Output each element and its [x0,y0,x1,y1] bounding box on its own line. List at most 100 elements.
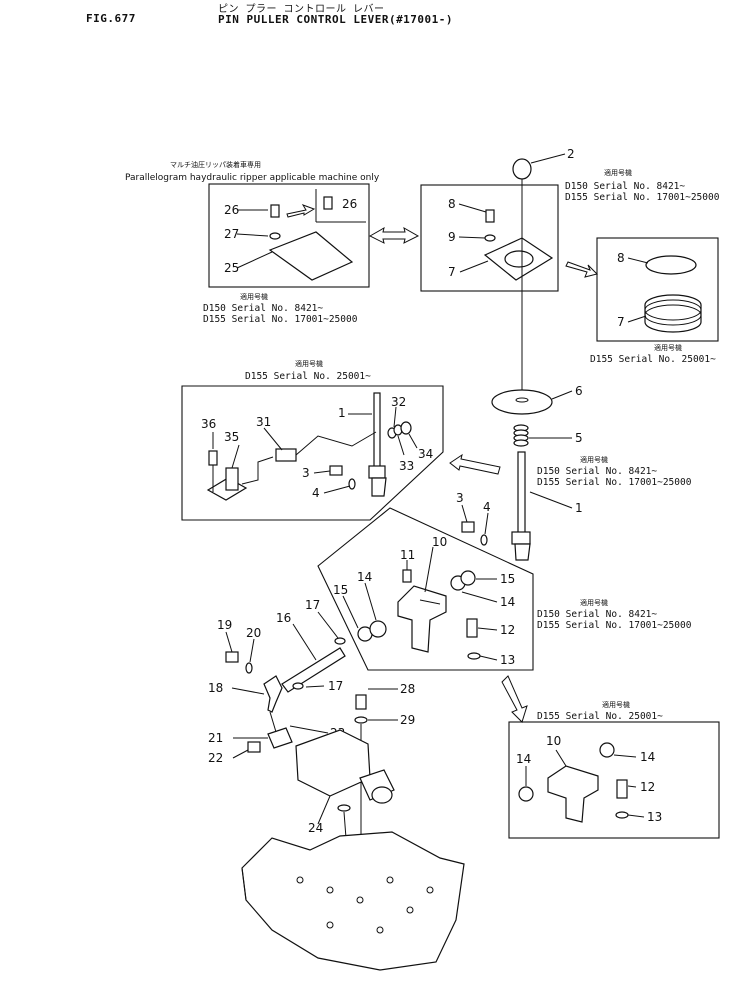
label-26-alt: 26 [342,197,357,211]
cable-31 [295,431,377,456]
label-4-alt: 4 [312,486,320,500]
label-5: 5 [575,431,583,445]
bracket-group: 15 14 12 13 10 11 14 15 D150 Serial No. … [317,507,692,671]
label-20: 20 [246,626,261,640]
bushing-14-alt-a [599,742,615,758]
o-ring-30 [337,804,351,812]
washer-13-alt [615,811,629,819]
plate-7-hole [504,250,534,268]
applicable-jp-3: 適用号機 [654,343,682,352]
housing-box [420,184,559,292]
lever-alt-box [181,385,444,521]
bolt-3 [461,521,475,533]
bolt-26 [270,204,280,218]
label-34: 34 [418,447,433,461]
bushing-14-b [369,620,387,638]
serial-d155-25001-2: D155 Serial No. 25001~ [245,371,371,382]
label-8-boot: 8 [617,251,625,265]
label-24: 24 [308,821,323,835]
label-10: 10 [432,535,447,549]
label-28: 28 [400,682,415,696]
label-21: 21 [208,731,223,745]
label-15-left: 15 [333,583,348,597]
valve-group: 28 29 24 30 [241,682,465,971]
label-33: 33 [399,459,414,473]
valve-24 [295,729,371,797]
base-plate [241,831,465,971]
serial-d155-3: D155 Serial No. 17001~25000 [537,477,692,488]
lever-18 [263,675,283,713]
label-1-alt: 1 [338,406,346,420]
bracket-35-post [225,467,239,491]
label-17-a: 17 [305,598,320,612]
label-14: 14 [500,595,515,609]
label-18: 18 [208,681,223,695]
arrow-lever-alt [449,453,501,475]
washer-20 [245,662,253,674]
label-22: 22 [208,751,223,765]
label-19: 19 [217,618,232,632]
label-1: 1 [575,501,583,515]
label-32: 32 [391,395,406,409]
washer-29 [354,716,368,724]
label-14-alt: 14 [640,750,655,764]
ripper-option-box [208,183,370,288]
bracket-box [317,507,534,671]
washer-9 [484,234,496,242]
bolt-12 [466,618,478,638]
applicable-jp-7: 適用号機 [602,700,630,709]
label-17-b: 17 [328,679,343,693]
label-25: 25 [224,261,239,275]
bushing-15-a [460,570,476,586]
ripper-note-jp: マルチ油圧リッパ装着車専用 [170,160,261,169]
knob-2 [512,158,532,180]
label-2: 2 [567,147,575,161]
housing-group: 2 8 9 7 D150 Serial No. 8421~ D155 Seria… [420,147,720,292]
ripper-note: Parallelogram haydraulic ripper applicab… [125,173,380,183]
label-11: 11 [400,548,415,562]
washer-4 [480,534,488,546]
label-16: 16 [276,611,291,625]
serial-d150-4: D150 Serial No. 8421~ [537,609,657,620]
label-3-alt: 3 [302,466,310,480]
applicable-jp-2: 適用号機 [604,168,632,177]
serial-d155-25001-1: D155 Serial No. 25001~ [590,354,716,365]
title-japanese: ピン プラー コントロール レバー [218,4,385,15]
label-36: 36 [201,417,216,431]
cover-plate-25 [268,231,354,281]
figure-number: FIG.677 [86,12,136,25]
label-29: 29 [400,713,415,727]
label-12: 12 [500,623,515,637]
lever-1 [517,451,526,535]
serial-d155-25001-3: D155 Serial No. 25001~ [537,711,663,722]
boot-group: 8 7 適用号機 D155 Serial No. 25001~ [590,237,719,365]
washer-27 [269,232,281,240]
label-14-left: 14 [357,570,372,584]
diagram-title: PIN PULLER CONTROL LEVER(#17001-) [218,13,454,26]
arrow-bolt-swap [286,204,316,218]
label-9: 9 [448,230,456,244]
label-12-alt: 12 [640,780,655,794]
label-6: 6 [575,384,583,398]
bracket-10-alt [547,765,599,823]
main-lever-group: 1 D150 Serial No. 8421~ D155 Serial No. … [456,451,692,561]
label-3: 3 [456,491,464,505]
spring-5 [513,424,529,447]
washer-13 [467,652,481,660]
label-4: 4 [483,500,491,514]
label-8: 8 [448,197,456,211]
lever-1-base [511,531,531,545]
snap-ring-17-b [292,682,304,690]
bracket-10 [397,585,447,653]
valve-24-cap [371,786,393,804]
label-35: 35 [224,430,239,444]
bolt-8 [485,209,495,223]
label-13: 13 [500,653,515,667]
ripper-option-group: マルチ油圧リッパ装着車専用 Parallelogram haydraulic r… [125,160,380,325]
label-10-alt: 10 [546,734,561,748]
pin-22 [247,741,261,753]
serial-d155-2: D155 Serial No. 17001~25000 [565,192,720,203]
applicable-jp-4: 適用号機 [295,359,323,368]
lever-1-alt-clevis [371,477,387,497]
